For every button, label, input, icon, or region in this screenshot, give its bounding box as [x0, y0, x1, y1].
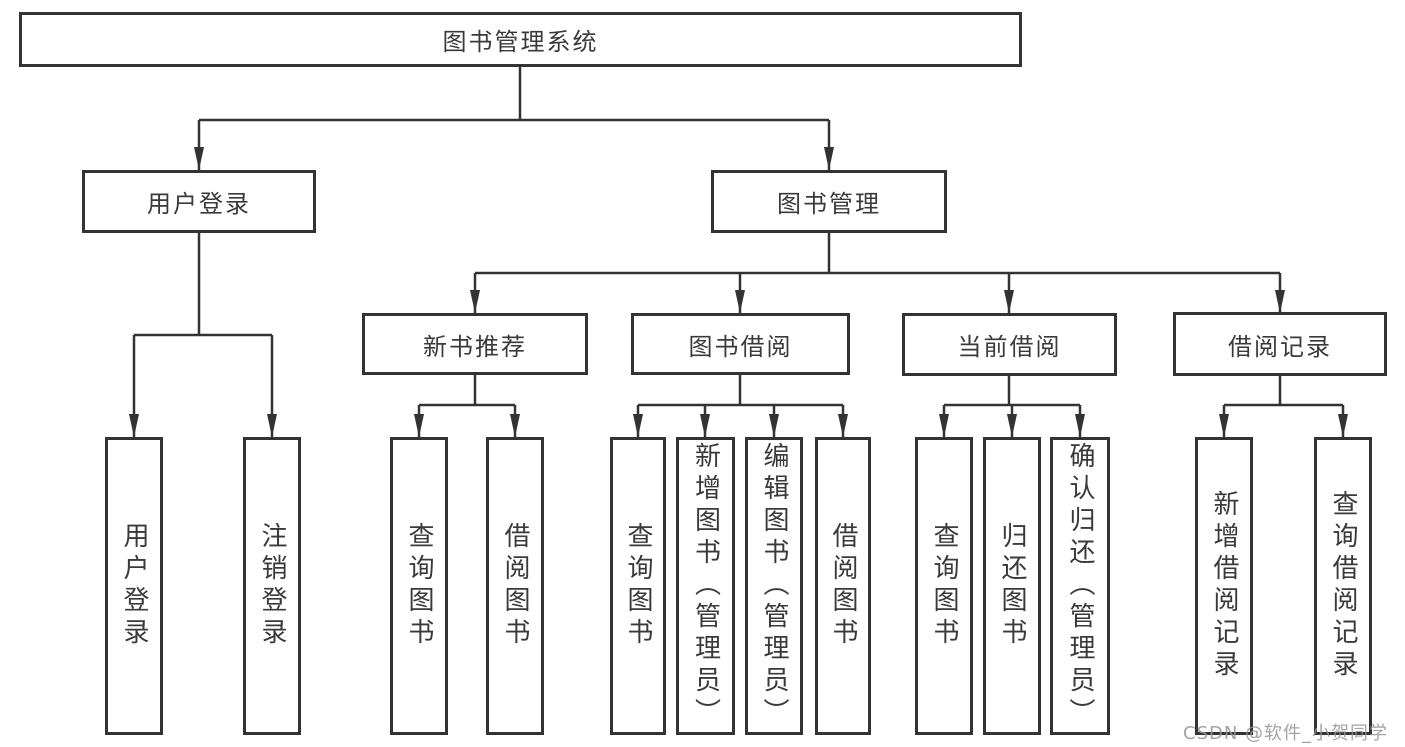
node-new-book-recommend: 新书推荐 [362, 313, 588, 375]
node-user-login: 用户登录 [82, 170, 316, 233]
node-user-login-label: 用户登录 [147, 190, 251, 218]
leaf-br-add-record: 新增借阅记录 [1195, 437, 1253, 735]
node-book-management-label: 图书管理 [777, 190, 881, 218]
leaf-bb-borrow-book: 借阅图书 [815, 437, 871, 735]
leaf-cb-query-book: 查询图书 [915, 437, 973, 735]
leaf-br-add-record-label: 新增借阅记录 [1209, 490, 1239, 682]
node-borrow-records-label: 借阅记录 [1228, 332, 1332, 361]
node-book-management: 图书管理 [711, 170, 947, 233]
leaf-bb-query-book-label: 查询图书 [623, 522, 653, 650]
leaf-rec-borrow-book: 借阅图书 [486, 437, 544, 735]
leaf-bb-add-book-admin-label: 新增图书（管理员） [690, 442, 721, 730]
leaf-bb-borrow-book-label: 借阅图书 [828, 522, 858, 650]
node-current-borrow-label: 当前借阅 [957, 333, 1062, 361]
node-root-label: 图书管理系统 [442, 28, 599, 56]
leaf-cb-confirm-return-admin: 确认归还（管理员） [1050, 437, 1110, 735]
leaf-br-query-record-label: 查询借阅记录 [1328, 490, 1358, 682]
node-new-book-recommend-label: 新书推荐 [423, 332, 527, 361]
leaf-cb-confirm-return-admin-label: 确认归还（管理员） [1065, 442, 1095, 730]
leaf-user-login: 用户登录 [105, 437, 163, 735]
leaf-rec-query-book-label: 查询图书 [404, 522, 434, 650]
leaf-logout-login: 注销登录 [243, 437, 301, 735]
leaf-cb-query-book-label: 查询图书 [929, 522, 959, 650]
leaf-bb-query-book: 查询图书 [610, 437, 666, 735]
leaf-user-login-label: 用户登录 [119, 522, 149, 650]
node-book-borrow: 图书借阅 [631, 313, 850, 375]
leaf-rec-borrow-book-label: 借阅图书 [500, 522, 530, 650]
watermark: CSDN @软件_小贺同学 [1183, 723, 1389, 744]
node-current-borrow: 当前借阅 [902, 313, 1117, 376]
leaf-bb-edit-book-admin: 编辑图书（管理员） [745, 437, 803, 735]
leaf-bb-add-book-admin: 新增图书（管理员） [676, 437, 735, 735]
leaf-rec-query-book: 查询图书 [390, 437, 448, 735]
leaf-logout-login-label: 注销登录 [257, 522, 287, 650]
node-book-borrow-label: 图书借阅 [688, 332, 793, 361]
node-borrow-records: 借阅记录 [1173, 312, 1387, 376]
leaf-br-query-record: 查询借阅记录 [1314, 437, 1372, 735]
leaf-cb-return-book: 归还图书 [983, 437, 1041, 735]
leaf-cb-return-book-label: 归还图书 [997, 522, 1027, 650]
leaf-bb-edit-book-admin-label: 编辑图书（管理员） [759, 442, 789, 730]
node-root-system: 图书管理系统 [19, 12, 1022, 67]
